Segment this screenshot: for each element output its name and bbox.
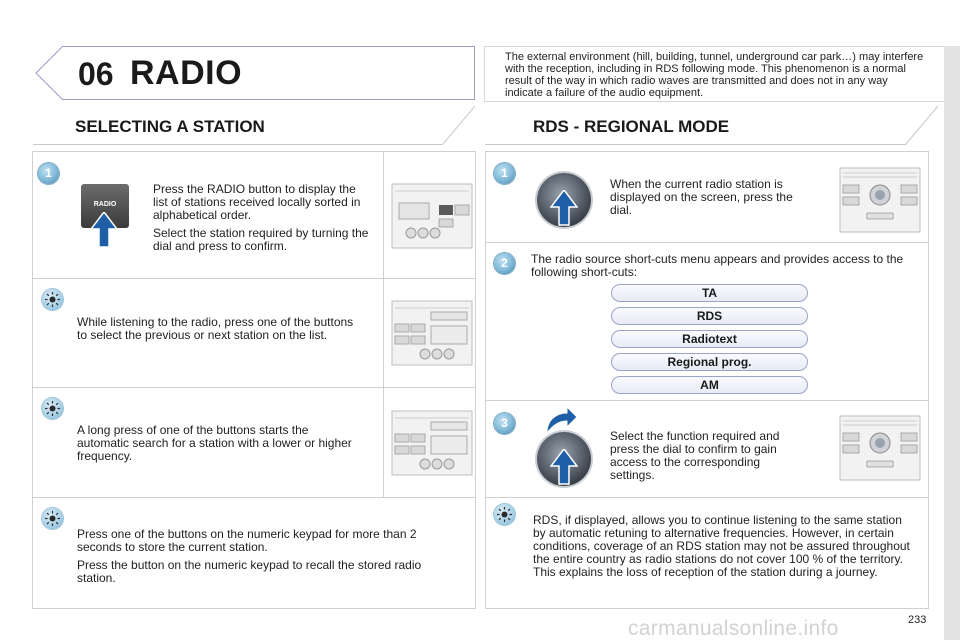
panel-divider (32, 278, 476, 279)
panel-vertical-divider (383, 151, 384, 497)
lightbulb-icon (42, 289, 63, 310)
press-arrow-icon (550, 449, 578, 485)
shortcut-am[interactable]: AM (611, 376, 808, 394)
panel-divider (485, 497, 929, 498)
radio-button-label: RADIO (93, 201, 117, 208)
watermark-text: carmanualsonline.info (628, 617, 839, 640)
title-slash (905, 105, 939, 145)
title-slash (442, 105, 476, 145)
step1-instructions: Press the RADIO button to display the li… (153, 183, 373, 253)
radio-unit-illustration (391, 300, 473, 366)
rds-step3-text: Select the function required and press t… (610, 429, 780, 482)
panel-divider (32, 387, 476, 388)
press-arrow-icon (550, 190, 578, 226)
tip3-text: Press one of the buttons on the numeric … (77, 528, 457, 585)
chapter-header-box (63, 46, 475, 100)
rotate-arrow-icon (546, 405, 578, 435)
chapter-number: 06 (78, 56, 114, 92)
press-arrow-icon (90, 212, 118, 248)
section-title-rds: RDS - REGIONAL MODE (533, 117, 730, 136)
step1-paragraph: Press the RADIO button to display the li… (153, 182, 361, 222)
reception-note: The external environment (hill, building… (484, 46, 956, 102)
tip2-text: A long press of one of the buttons start… (77, 423, 352, 463)
rds-step1-text: When the current radio station is displa… (610, 177, 793, 217)
chapter-title: RADIO (130, 54, 243, 92)
panel-divider (485, 400, 929, 401)
shortcut-rds[interactable]: RDS (611, 307, 808, 325)
lightbulb-icon (494, 504, 515, 525)
step-number-badge: 2 (494, 253, 515, 274)
tip3-paragraph: Press one of the buttons on the numeric … (77, 527, 417, 554)
rds-tip-text: RDS, if displayed, allows you to continu… (533, 513, 910, 579)
radio-unit-illustration (391, 183, 473, 249)
shortcut-regional-prog[interactable]: Regional prog. (611, 353, 808, 371)
tip3-paragraph: Press the button on the numeric keypad t… (77, 558, 422, 585)
radio-unit-illustration (391, 410, 473, 476)
page-number: 233 (908, 614, 927, 626)
rds-step2-text: The radio source short-cuts menu appears… (531, 252, 904, 279)
lightbulb-icon (42, 508, 63, 529)
panel-divider (485, 242, 929, 243)
step-number-badge: 1 (38, 163, 59, 184)
page-edge-strip (944, 46, 960, 640)
tip1-text: While listening to the radio, press one … (77, 315, 354, 342)
shortcut-ta[interactable]: TA (611, 284, 808, 302)
radio-button-illustration: RADIO (81, 184, 129, 228)
panel-divider (32, 497, 476, 498)
title-underline (33, 144, 443, 145)
lightbulb-icon (42, 398, 63, 419)
radio-unit-illustration (839, 415, 921, 481)
radio-unit-illustration (839, 167, 921, 233)
title-underline (485, 144, 906, 145)
shortcut-radiotext[interactable]: Radiotext (611, 330, 808, 348)
step-number-badge: 1 (494, 163, 515, 184)
section-title-selecting: SELECTING A STATION (75, 117, 265, 136)
step1-paragraph: Select the station required by turning t… (153, 226, 369, 253)
step-number-badge: 3 (494, 413, 515, 434)
